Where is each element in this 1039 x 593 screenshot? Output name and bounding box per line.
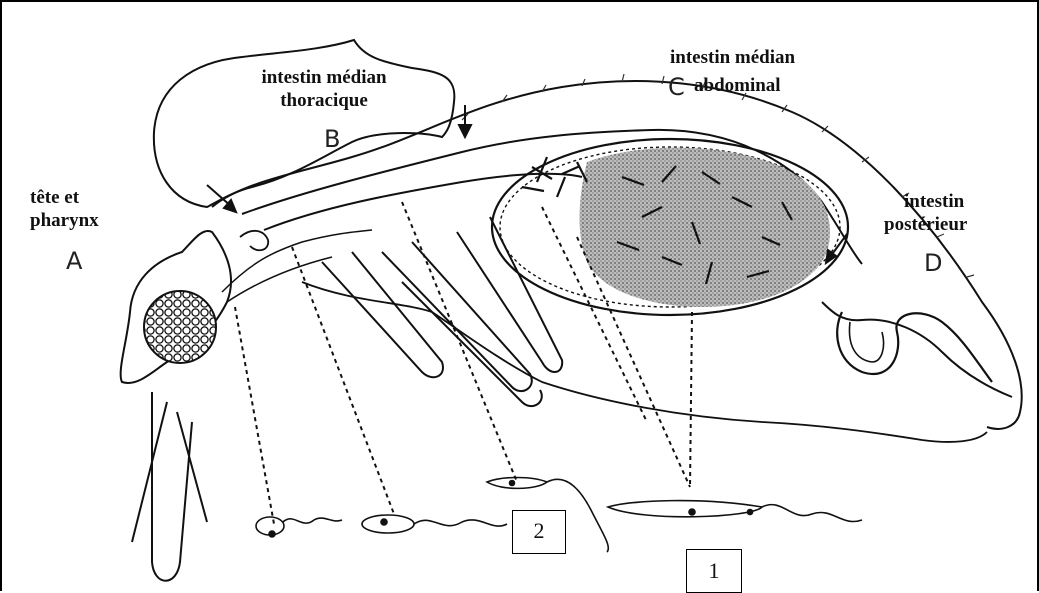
letter-d: D	[924, 250, 942, 276]
hindgut-loops	[837, 312, 992, 382]
number-box-2: 2	[512, 510, 566, 554]
label-hindgut-line1: intestin	[884, 190, 1010, 213]
number-box-1: 1	[686, 549, 742, 593]
letter-b: B	[324, 126, 340, 152]
label-head-line1: tête et	[30, 186, 120, 209]
compound-eye	[144, 291, 216, 363]
label-abdominal-line2: abdominal	[694, 74, 781, 97]
legs	[322, 217, 562, 406]
label-head-pharynx: tête et pharynx	[30, 186, 120, 232]
letter-c: C	[668, 74, 685, 100]
label-thoracic-line2: thoracique	[230, 89, 418, 112]
label-hindgut-line2: postérieur	[884, 213, 1010, 236]
label-thoracic-midgut: intestin médian thoracique	[230, 66, 418, 112]
label-head-line2: pharynx	[30, 209, 120, 232]
label-abdominal-midgut: intestin médian	[670, 46, 840, 69]
label-thoracic-line1: intestin médian	[230, 66, 418, 89]
letter-a: A	[66, 248, 82, 274]
proboscis	[132, 392, 207, 581]
label-abdominal-line1: intestin médian	[670, 46, 840, 69]
label-hindgut: intestin postérieur	[884, 190, 1010, 236]
gut-tube-lower	[264, 174, 582, 230]
